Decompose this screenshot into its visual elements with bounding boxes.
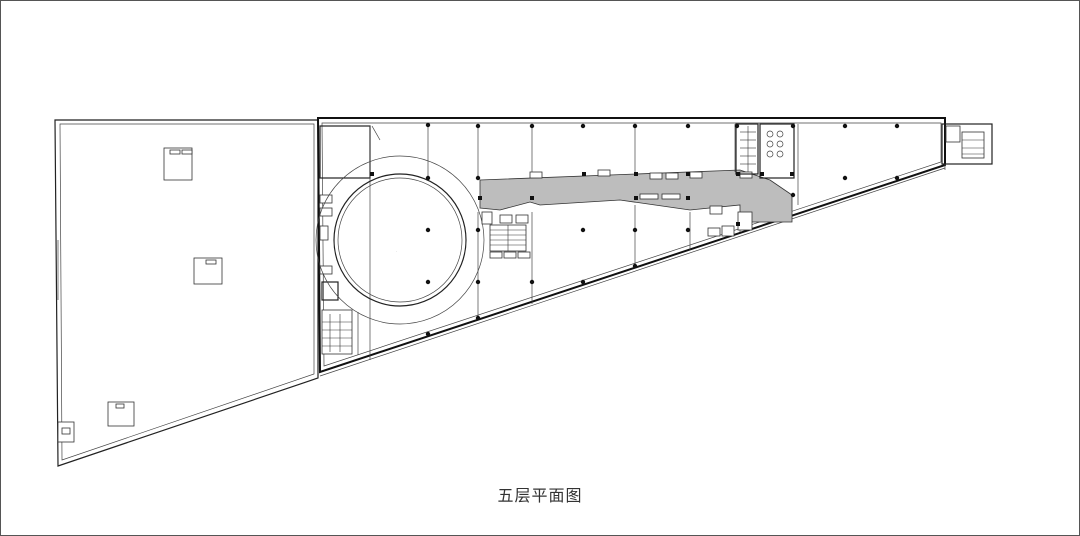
structural-columns <box>370 122 900 337</box>
east-core <box>707 123 795 237</box>
far-east-core <box>941 123 993 170</box>
left-hall-room-c <box>107 401 135 427</box>
west-wing <box>319 125 381 360</box>
plan-caption: 五层平面图 <box>497 486 583 505</box>
middle-stair <box>481 211 531 259</box>
shop-partitions <box>427 124 799 320</box>
atrium: · <box>315 155 485 325</box>
svg-text:·: · <box>396 249 397 253</box>
left-hall <box>54 119 319 467</box>
